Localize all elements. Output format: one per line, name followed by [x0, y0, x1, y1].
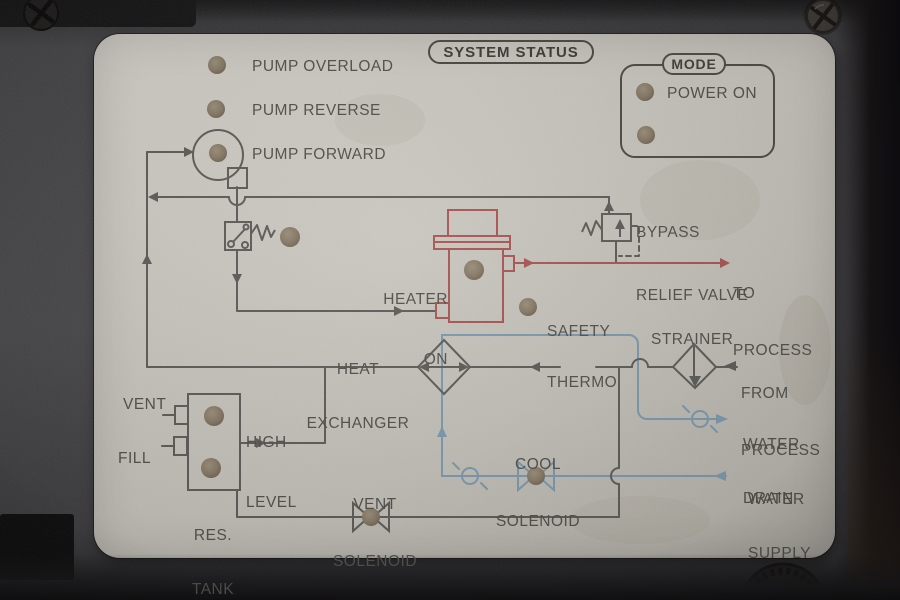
bypass-relief-valve-label: BYPASS RELIEF VALVE	[636, 224, 749, 304]
fill-label: FILL	[118, 450, 152, 467]
vent-solenoid-label: VENT SOLENOID	[332, 496, 418, 570]
water-drain-label: WATER DRAIN	[743, 436, 800, 507]
heat-exchanger-label: HEAT EXCHANGER	[306, 361, 410, 432]
vent-label: VENT	[123, 396, 167, 413]
mode-box-title: MODE	[662, 53, 726, 75]
from-process-label: FROM PROCESS	[741, 385, 821, 459]
to-process-label: TO PROCESS	[733, 285, 813, 359]
housing-bottom-edge	[0, 554, 900, 600]
pump-forward-label: PUMP FORWARD	[252, 146, 387, 163]
strainer-label: STRAINER	[651, 331, 734, 348]
pump-reverse-label: PUMP REVERSE	[252, 102, 381, 119]
power-on-label: POWER ON	[667, 85, 758, 102]
res-tank-label: RES. TANK	[191, 527, 235, 598]
mode-text: MODE	[671, 56, 717, 72]
heater-on-label: HEATER ON	[383, 291, 448, 368]
pump-overload-label: PUMP OVERLOAD	[252, 58, 394, 75]
safety-thermo-label: SAFETY THERMO	[547, 323, 618, 391]
system-status-text: SYSTEM STATUS	[443, 43, 579, 61]
system-status-title: SYSTEM STATUS	[428, 40, 594, 64]
high-level-label: HIGH LEVEL	[246, 434, 297, 511]
water-supply-label: WATER SUPPLY	[748, 491, 812, 562]
mode-box	[620, 64, 775, 158]
cool-solenoid-label: COOL SOLENOID	[495, 456, 581, 530]
